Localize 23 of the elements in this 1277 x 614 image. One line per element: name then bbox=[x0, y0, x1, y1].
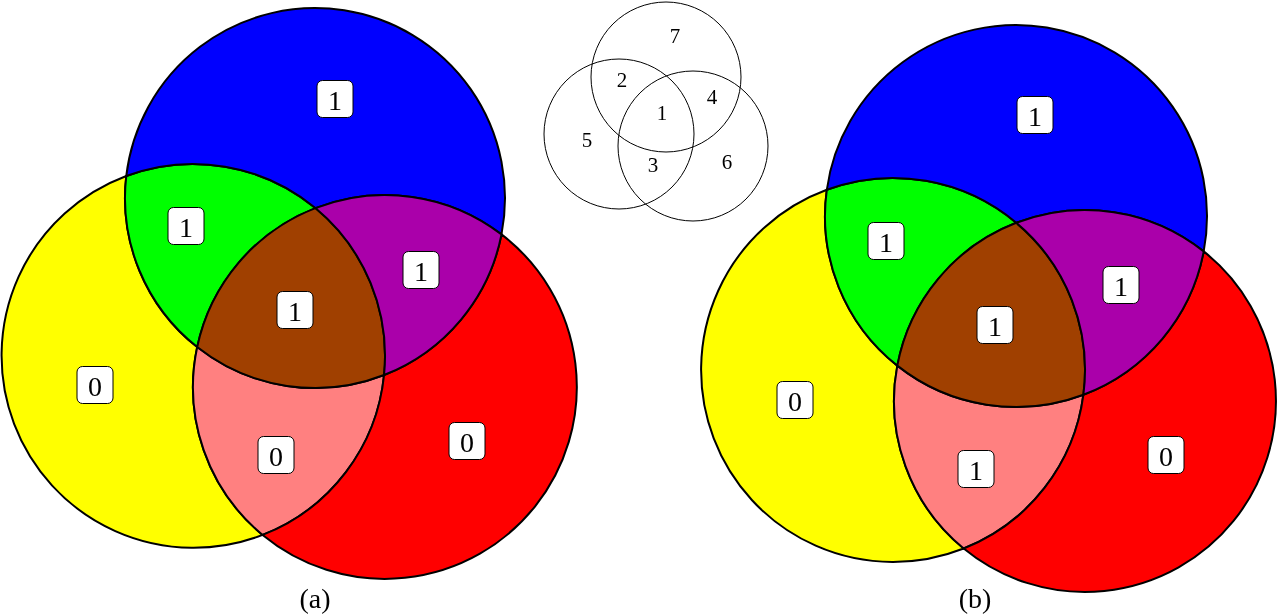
region-number: 6 bbox=[721, 151, 733, 173]
value-box: 0 bbox=[257, 436, 295, 474]
value-box: 1 bbox=[1016, 96, 1054, 134]
region-number: 5 bbox=[581, 129, 593, 151]
value-box: 0 bbox=[1147, 436, 1185, 474]
value-box: 1 bbox=[402, 251, 440, 289]
value-box: 1 bbox=[867, 222, 905, 260]
region-number: 1 bbox=[656, 102, 668, 124]
value-box: 1 bbox=[976, 306, 1014, 344]
value-box: 1 bbox=[957, 450, 995, 488]
region-number: 4 bbox=[706, 86, 718, 108]
value-box: 0 bbox=[448, 422, 486, 460]
panel-caption: (b) bbox=[958, 585, 992, 613]
value-box: 1 bbox=[276, 291, 314, 329]
value-box: 0 bbox=[776, 381, 814, 419]
panel-caption: (a) bbox=[299, 585, 331, 613]
region-number: 7 bbox=[669, 25, 681, 47]
value-box: 1 bbox=[1102, 266, 1140, 304]
region-number: 2 bbox=[616, 69, 628, 91]
value-box: 1 bbox=[167, 207, 205, 245]
value-box: 0 bbox=[76, 366, 114, 404]
region-number: 3 bbox=[647, 154, 659, 176]
value-box: 1 bbox=[316, 80, 354, 118]
